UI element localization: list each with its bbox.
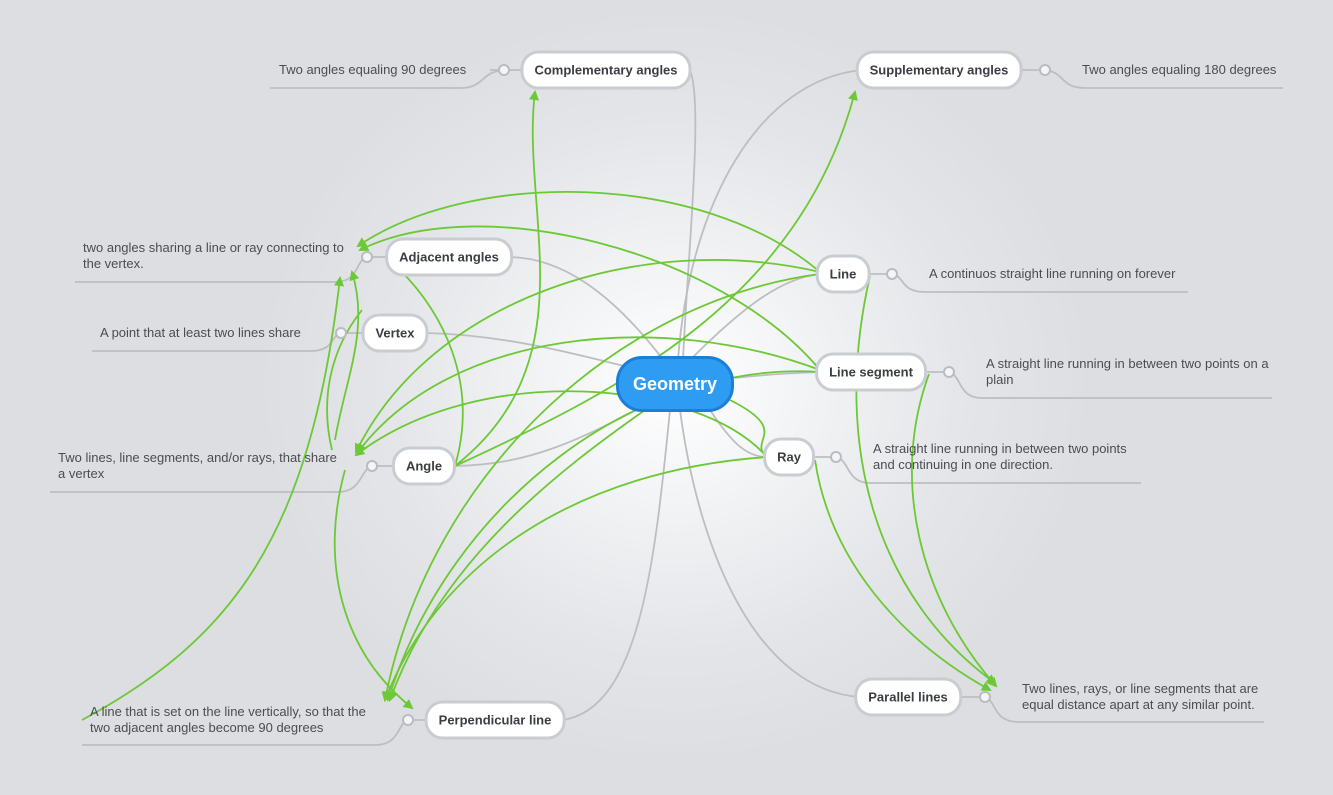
collapse-toggle-adjacent[interactable] bbox=[361, 251, 373, 263]
relationships bbox=[81, 90, 998, 721]
topic-ray[interactable]: Ray bbox=[763, 437, 815, 477]
rel-line-perpendicular bbox=[381, 273, 821, 702]
rel-segment-angle bbox=[356, 336, 821, 454]
branch-ray bbox=[709, 409, 768, 458]
collapse-toggle-complementary[interactable] bbox=[498, 64, 510, 76]
collapse-toggle-perpendicular[interactable] bbox=[402, 714, 414, 726]
note-line: A continuos straight line running on for… bbox=[929, 266, 1176, 281]
rel-segment-perpendicular bbox=[385, 370, 821, 702]
collapse-toggle-angle[interactable] bbox=[366, 460, 378, 472]
rel-vertex-angle bbox=[326, 309, 363, 451]
branch-perpendicular bbox=[561, 409, 671, 721]
topic-complementary-angles[interactable]: Complementary angles bbox=[520, 50, 692, 90]
note-vertex: A point that at least two lines share bbox=[100, 325, 301, 340]
topic-line-segment[interactable]: Line segment bbox=[815, 352, 927, 392]
topic-line[interactable]: Line bbox=[815, 254, 871, 294]
note-line-segment: A straight line running in between two p… bbox=[986, 356, 1269, 387]
collapse-toggle-line[interactable] bbox=[886, 268, 898, 280]
rel-center-perpendicular bbox=[387, 409, 646, 702]
topic-angle[interactable]: Angle bbox=[391, 446, 457, 486]
rel-segment-parallel bbox=[911, 373, 998, 688]
collapse-toggle-ray[interactable] bbox=[830, 451, 842, 463]
branch-supplementary bbox=[677, 69, 863, 361]
topic-perpendicular-line[interactable]: Perpendicular line bbox=[424, 700, 566, 740]
rel-line-adjacent bbox=[356, 191, 821, 273]
rel-ray-angle bbox=[354, 390, 768, 458]
branch-vertex bbox=[426, 332, 633, 369]
rel-angle-complementary bbox=[454, 90, 541, 467]
central-topic[interactable]: Geometry bbox=[615, 356, 735, 412]
branch-angle bbox=[453, 399, 656, 467]
rel-line-angle bbox=[355, 259, 821, 454]
branch-parallel bbox=[679, 409, 861, 698]
branch-complementary bbox=[682, 65, 697, 361]
note-ray: A straight line running in between two p… bbox=[873, 441, 1127, 472]
note-perpendicular: A line that is set on the line verticall… bbox=[90, 704, 366, 735]
rel-vertex-adjacent bbox=[334, 270, 360, 441]
collapse-toggle-parallel[interactable] bbox=[979, 691, 991, 703]
rel-ray-parallel bbox=[814, 459, 992, 691]
topic-adjacent-angles[interactable]: Adjacent angles bbox=[385, 237, 513, 277]
topic-supplementary-angles[interactable]: Supplementary angles bbox=[855, 50, 1023, 90]
note-adjacent: two angles sharing a line or ray connect… bbox=[83, 240, 344, 271]
note-complementary: Two angles equaling 90 degrees bbox=[279, 62, 467, 77]
rel-segment-adjacent bbox=[358, 225, 821, 371]
note-angle: Two lines, line segments, and/or rays, t… bbox=[58, 450, 337, 481]
collapse-toggle-line-segment[interactable] bbox=[943, 366, 955, 378]
topic-parallel-lines[interactable]: Parallel lines bbox=[854, 677, 962, 717]
rel-angle-adjacent bbox=[399, 269, 464, 467]
rel-ray-perpendicular bbox=[383, 456, 768, 702]
note-parallel: Two lines, rays, or line segments that a… bbox=[1022, 681, 1259, 712]
topic-vertex[interactable]: Vertex bbox=[361, 313, 429, 353]
rel-angle-perpendicular bbox=[333, 469, 414, 710]
collapse-toggle-vertex[interactable] bbox=[335, 327, 347, 339]
rel-center-line bbox=[729, 399, 766, 456]
rel-perpendicular-adjacent bbox=[81, 276, 345, 721]
note-line-complementary bbox=[270, 69, 505, 89]
rel-line-parallel bbox=[855, 275, 997, 685]
collapse-toggle-supplementary[interactable] bbox=[1039, 64, 1051, 76]
rel-angle-supplementary bbox=[454, 90, 858, 467]
note-supplementary: Two angles equaling 180 degrees bbox=[1082, 62, 1277, 77]
